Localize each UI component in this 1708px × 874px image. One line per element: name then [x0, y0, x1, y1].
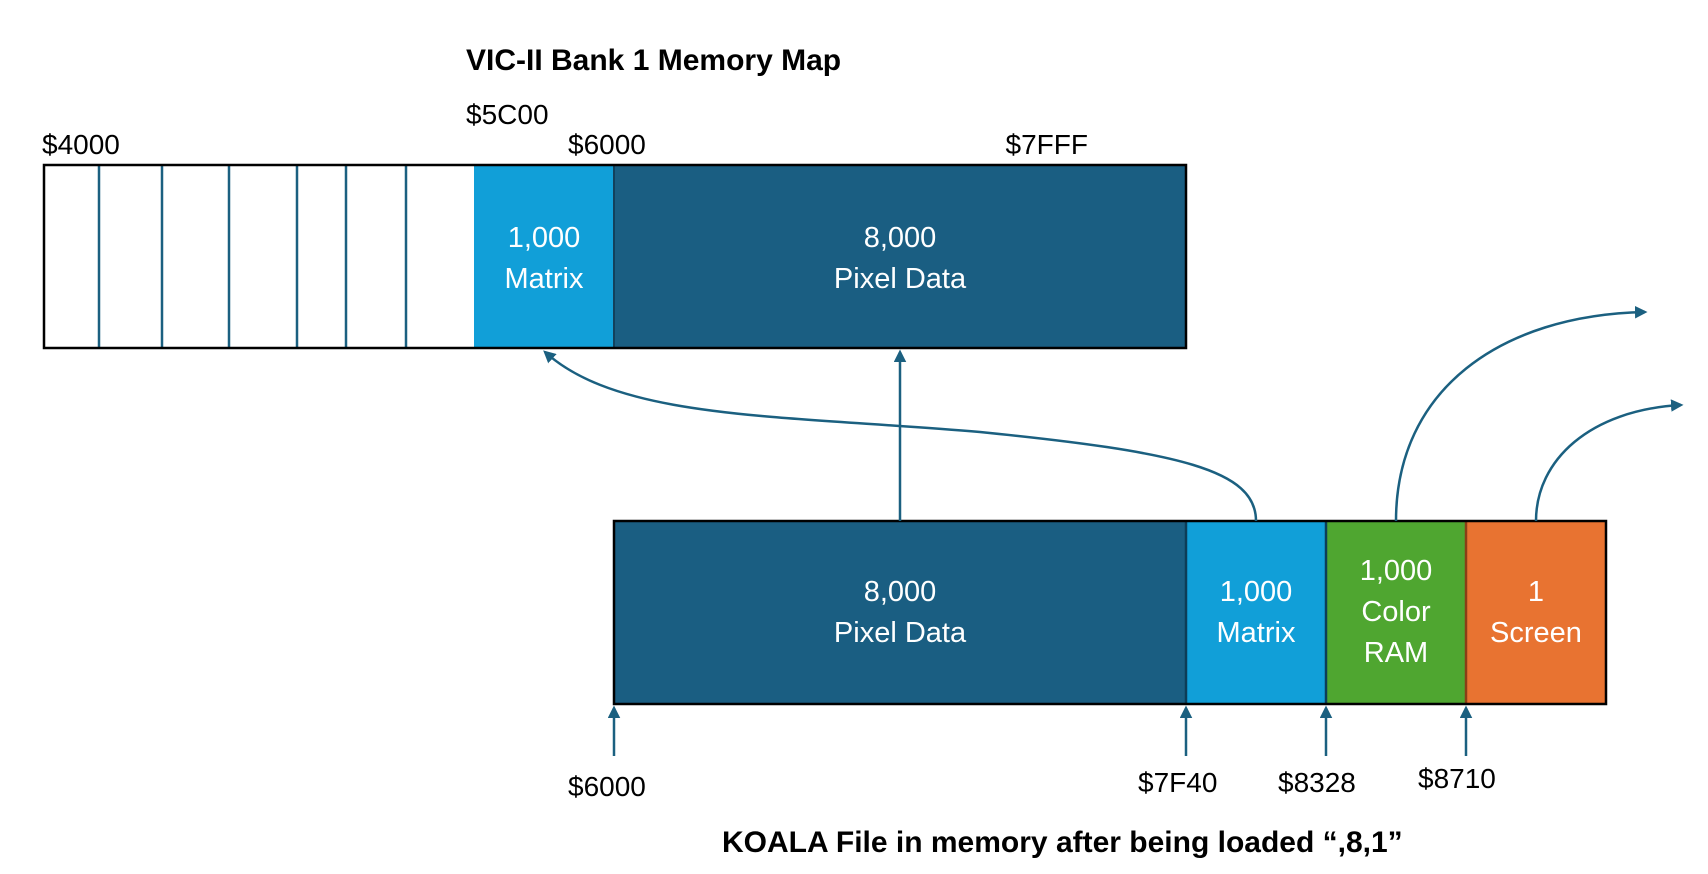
koala-memory-bar: 8,000 Pixel Data 1,000 Matrix 1,000 Colo… — [612, 519, 1608, 706]
addr-label-6000-top: $6000 — [568, 129, 646, 160]
koala-caption: KOALA File in memory after being loaded … — [722, 826, 1403, 859]
koala-color-ram-label-1: Color — [1361, 596, 1431, 628]
addr-label-7fff: $7FFF — [1006, 129, 1088, 160]
addr-label-7f40: $7F40 — [1138, 767, 1217, 798]
top-matrix-size: 1,000 — [508, 222, 581, 254]
koala-pixel-data-size: 8,000 — [864, 576, 937, 608]
top-pixel-data-size: 8,000 — [864, 222, 937, 254]
copy-arrow-matrix — [543, 350, 1258, 522]
koala-screen-block — [1466, 521, 1606, 704]
koala-color-ram-label-2: RAM — [1364, 637, 1428, 669]
top-matrix-label: Matrix — [505, 263, 584, 295]
addr-label-8710: $8710 — [1418, 763, 1496, 794]
koala-matrix-size: 1,000 — [1220, 576, 1293, 608]
top-pixel-data-block — [614, 165, 1186, 348]
addr-label-4000: $4000 — [42, 129, 120, 160]
koala-matrix-block — [1186, 521, 1326, 704]
top-matrix-block — [474, 165, 614, 348]
koala-screen-size: 1 — [1528, 576, 1544, 608]
top-memory-bar: 1,000 Matrix 8,000 Pixel Data — [42, 163, 1188, 350]
copy-arrow-screen — [1534, 399, 1684, 522]
top-map-title: VIC-II Bank 1 Memory Map — [466, 44, 841, 77]
koala-color-ram-block — [1326, 521, 1466, 704]
addr-label-6000-bottom: $6000 — [568, 771, 646, 802]
unused-memory-region — [44, 165, 474, 348]
koala-color-ram-size: 1,000 — [1360, 555, 1433, 587]
koala-pixel-data-block — [614, 521, 1186, 704]
addr-label-8328: $8328 — [1278, 767, 1356, 798]
koala-matrix-label: Matrix — [1217, 617, 1296, 649]
koala-pixel-data-label: Pixel Data — [834, 617, 967, 649]
top-bar-outline — [42, 163, 1188, 350]
copy-arrow-color-ram — [1394, 305, 1648, 522]
koala-screen-label: Screen — [1490, 617, 1582, 649]
top-pixel-data-label: Pixel Data — [834, 263, 967, 295]
addr-label-5c00: $5C00 — [466, 99, 549, 130]
koala-bar-outline — [612, 519, 1608, 706]
